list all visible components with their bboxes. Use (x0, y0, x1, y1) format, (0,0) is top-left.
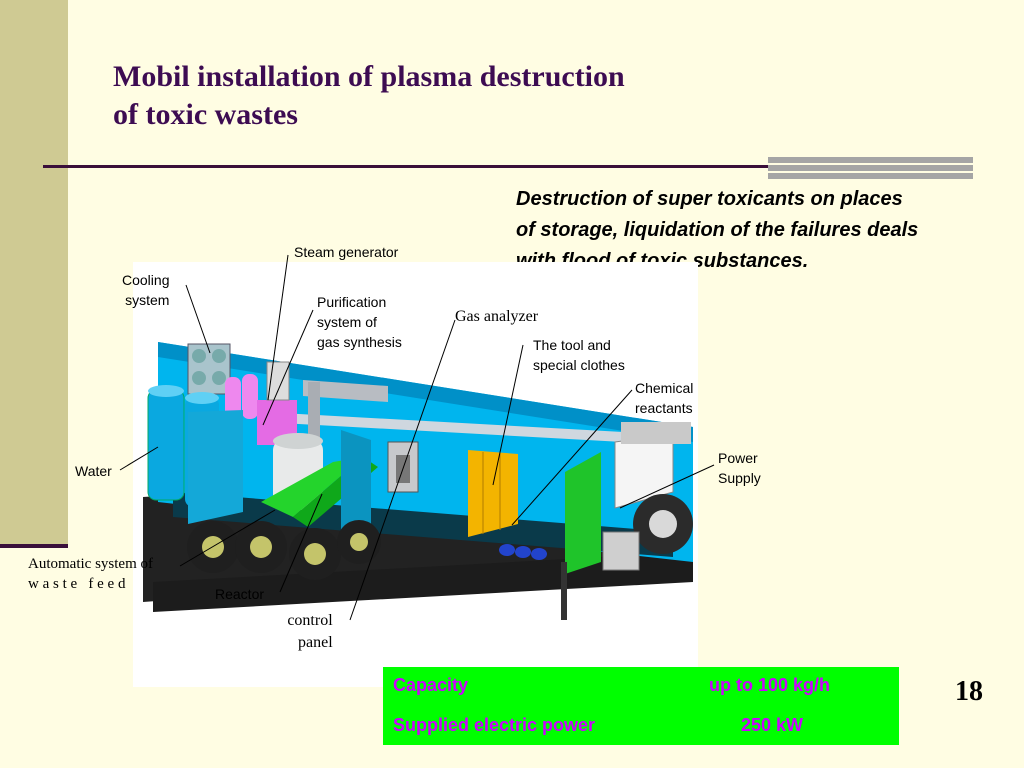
spec-capacity-value: up to 100 kg/h (709, 675, 831, 695)
label-chemical-reactants: Chemical reactants (635, 378, 693, 418)
label-control-line-2: panel (298, 634, 333, 651)
label-control-panel: control panel (286, 610, 333, 654)
label-tool-clothes: The tool and special clothes (533, 335, 625, 375)
sidebar-accent-line (0, 544, 68, 548)
specifications-box: Capacity up to 100 kg/h Supplied electri… (383, 667, 899, 745)
label-cooling-line-2: system (125, 292, 170, 308)
label-cooling-line-1: Cooling (122, 272, 170, 288)
label-automatic-waste-feed: Automatic system of w a s t e f e e d (28, 554, 153, 594)
installation-illustration (133, 262, 698, 687)
label-power-line-2: Supply (718, 470, 761, 486)
label-control-line-1: control (287, 612, 333, 629)
label-gas-analyzer: Gas analyzer (455, 308, 539, 325)
page-title: Mobil installation of plasma destruction… (113, 58, 813, 134)
label-steam-generator: Steam generator (294, 244, 399, 260)
spec-capacity-label: Capacity (393, 675, 469, 695)
sidebar-band (0, 0, 68, 548)
label-feed-line-1: Automatic system of (28, 556, 153, 572)
label-purification-line-3: gas synthesis (317, 334, 402, 350)
label-reactor: Reactor (215, 586, 265, 602)
label-purification-system: Purification system of gas synthesis (317, 292, 402, 352)
label-purification-line-2: system of (317, 314, 377, 330)
title-line-2: of toxic wastes (113, 98, 298, 131)
page-number: 18 (955, 676, 983, 707)
truck-diagram (143, 342, 693, 620)
label-chemical-line-1: Chemical (635, 380, 694, 396)
label-tool-line-1: The tool and (533, 337, 611, 353)
description-text: Destruction of super toxicants on places… (516, 188, 919, 272)
label-tool-line-2: special clothes (533, 357, 625, 373)
title-divider (43, 165, 973, 168)
spec-power-value: 250 kW (741, 715, 804, 735)
title-line-1: Mobil installation of plasma destruction (113, 60, 625, 93)
label-power-supply: Power Supply (718, 448, 761, 488)
label-water: Water (75, 463, 112, 479)
label-feed-line-2: w a s t e f e e d (28, 576, 126, 592)
label-chemical-line-2: reactants (635, 400, 693, 416)
label-cooling-system: Cooling system (122, 270, 169, 310)
label-power-line-1: Power (718, 450, 758, 466)
divider-decoration (768, 157, 973, 179)
spec-power-label: Supplied electric power (393, 715, 596, 735)
label-purification-line-1: Purification (317, 294, 387, 310)
